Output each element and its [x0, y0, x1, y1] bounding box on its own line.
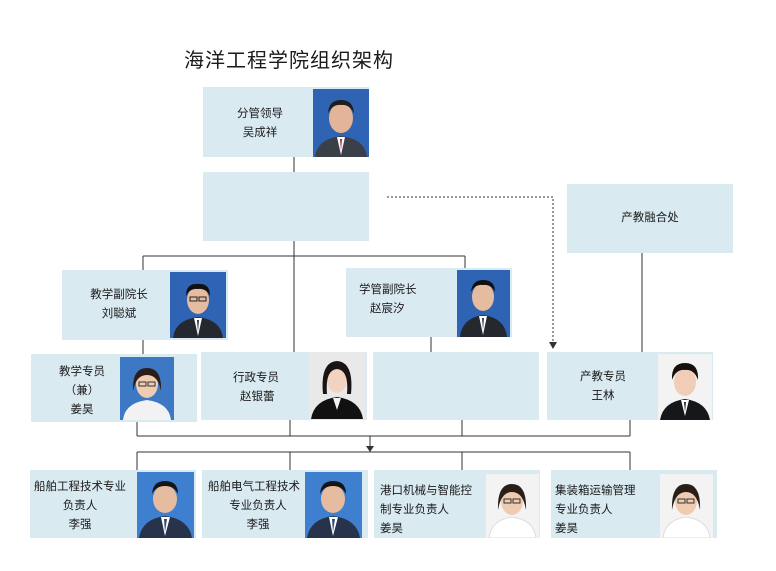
industry-dept-label: 产教融合处 [621, 210, 679, 224]
major-4-name: 姜昊 [555, 521, 578, 535]
major-2-line1: 船舶电气工程技术 [208, 479, 300, 493]
industry-staff-role: 产教专员 [580, 369, 626, 383]
major-3-line1: 港口机械与智能控 [380, 483, 472, 497]
vp-student-role: 学管副院长 [359, 282, 417, 296]
major-2-name: 李强 [246, 517, 270, 531]
major-1-line1: 船舶工程技术专业 [34, 479, 126, 493]
major-3-name: 姜昊 [380, 521, 403, 535]
person-photo-icon [486, 474, 539, 538]
person-photo-icon [137, 472, 194, 538]
chart-title: 海洋工程学院组织架构 [184, 48, 394, 72]
teaching-staff-role: 教学专员 [59, 364, 105, 378]
major-1-name: 李强 [68, 517, 92, 531]
person-photo-icon [170, 272, 226, 338]
major-4-line2: 专业负责人 [555, 502, 613, 516]
person-photo-icon [309, 352, 365, 419]
vp-student-name: 赵宸汐 [370, 301, 405, 315]
blank-node-box [203, 172, 369, 241]
industry-dept-box [567, 184, 733, 253]
teaching-staff-role-note: （兼） [64, 383, 100, 397]
person-photo-icon [658, 354, 712, 420]
leader-role: 分管领导 [237, 106, 283, 120]
person-photo-icon [457, 270, 510, 337]
teaching-staff-name: 姜昊 [70, 402, 94, 416]
person-photo-icon [120, 357, 174, 420]
vp-teaching-name: 刘聪斌 [101, 306, 137, 320]
major-1-line2: 负责人 [62, 498, 98, 512]
vp-teaching-role: 教学副院长 [90, 287, 148, 301]
major-4-line1: 集装箱运输管理 [555, 483, 636, 497]
blank-staff-box [373, 352, 539, 420]
industry-staff-name: 王林 [591, 388, 615, 402]
admin-staff-role: 行政专员 [233, 370, 279, 384]
major-3-line2: 制专业负责人 [380, 502, 449, 516]
person-photo-icon [313, 89, 369, 157]
admin-staff-name: 赵银蕾 [240, 389, 275, 403]
person-photo-icon [305, 472, 362, 538]
person-photo-icon [660, 474, 713, 538]
major-2-line2: 专业负责人 [229, 498, 287, 512]
leader-name: 吴成祥 [242, 125, 278, 139]
